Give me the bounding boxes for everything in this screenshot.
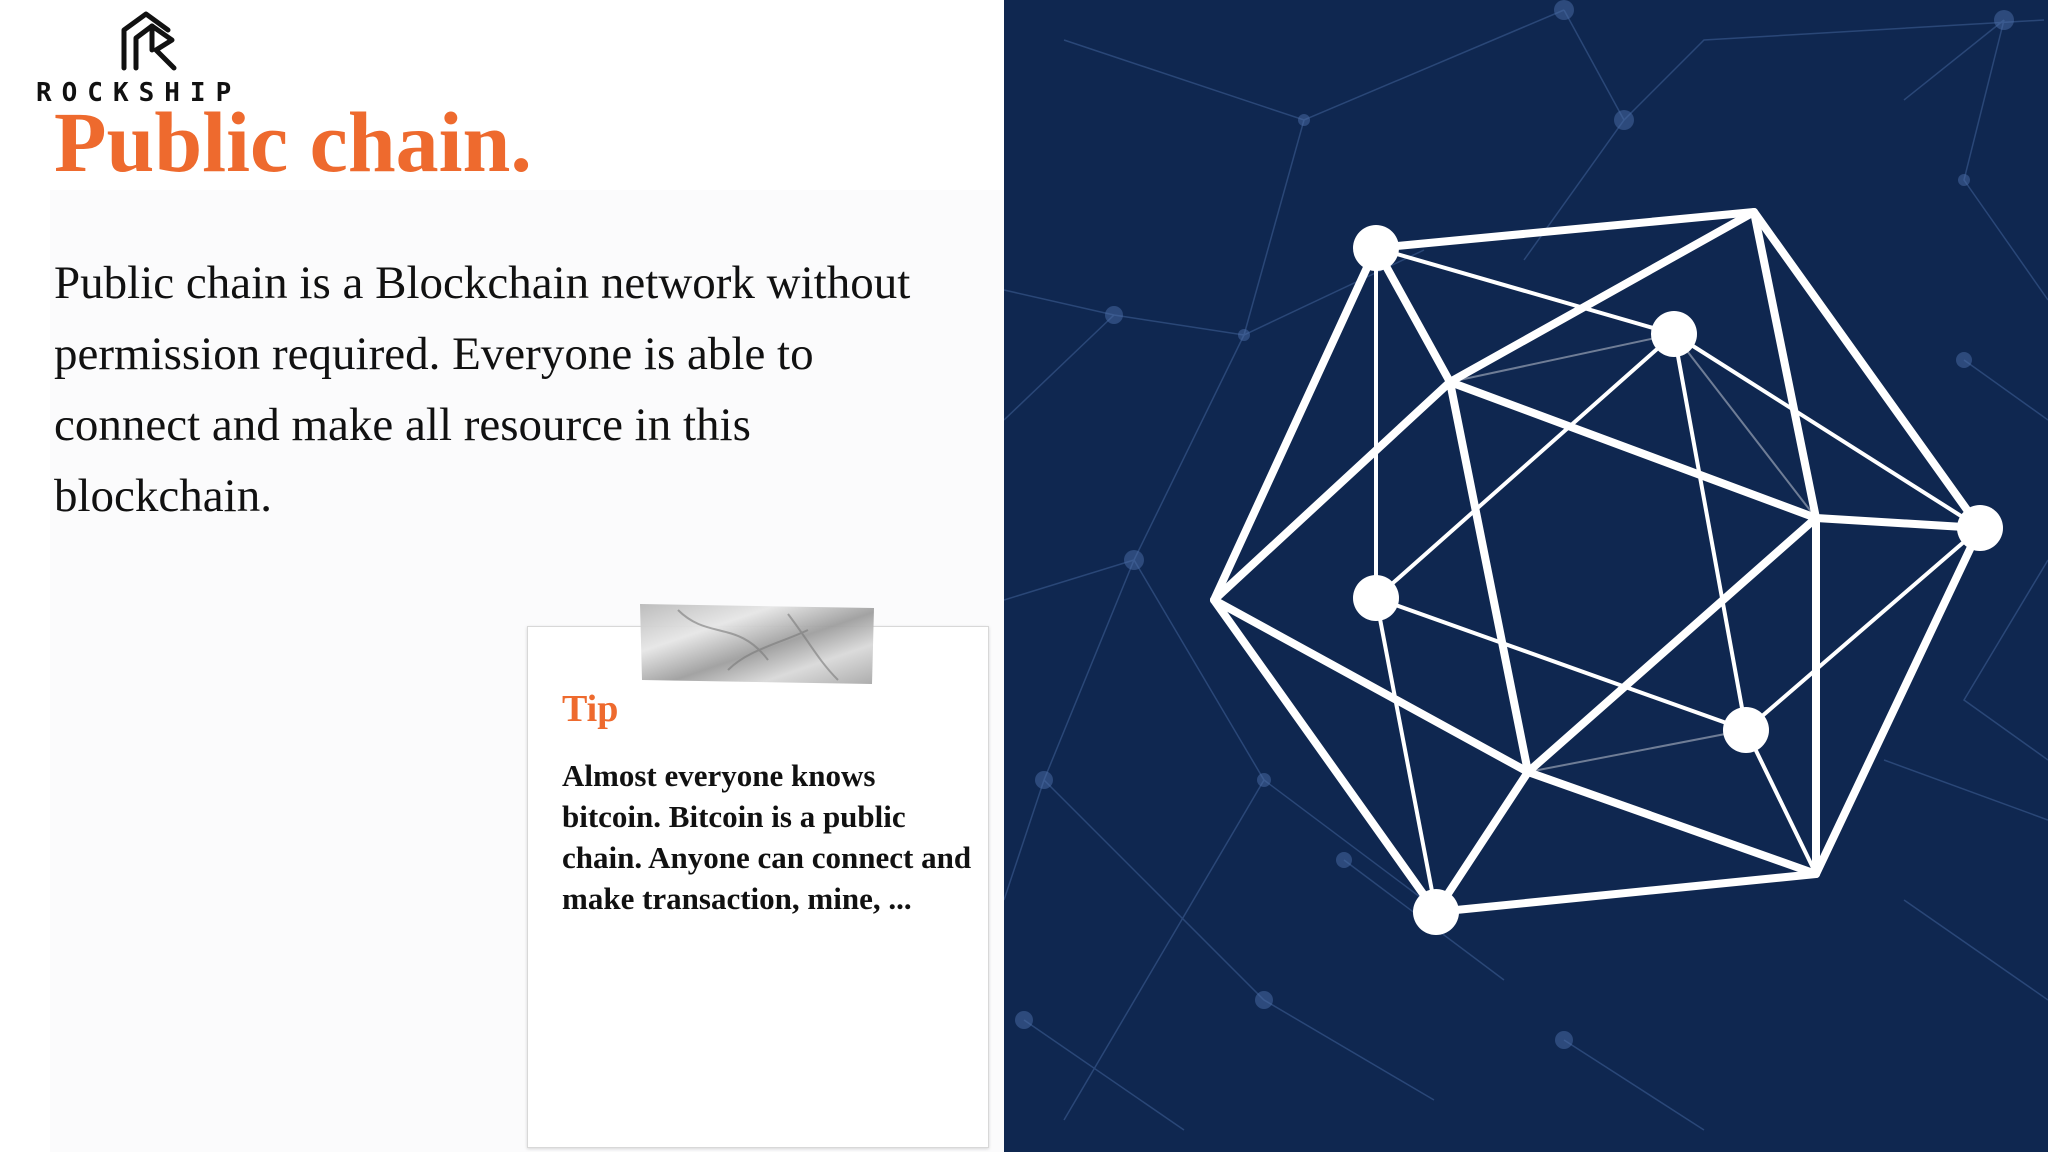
page-title: Public chain.	[54, 94, 532, 190]
blockchain-network-icon	[1004, 0, 2048, 1131]
rockship-logo-icon	[121, 11, 177, 71]
left-panel: ROCKSHIP Public chain. Public chain is a…	[0, 0, 1004, 1152]
tape-icon	[640, 604, 874, 684]
body-text: Public chain is a Blockchain network wit…	[54, 257, 911, 522]
tip-body: Almost everyone knows bitcoin. Bitcoin i…	[562, 758, 972, 916]
tip-card: Tip Almost everyone knows bitcoin. Bitco…	[527, 626, 989, 1148]
right-panel	[1004, 0, 2048, 1152]
logo-text: ROCKSHIP	[36, 78, 242, 108]
logo: ROCKSHIP	[36, 10, 256, 110]
tip-title: Tip	[562, 688, 619, 730]
